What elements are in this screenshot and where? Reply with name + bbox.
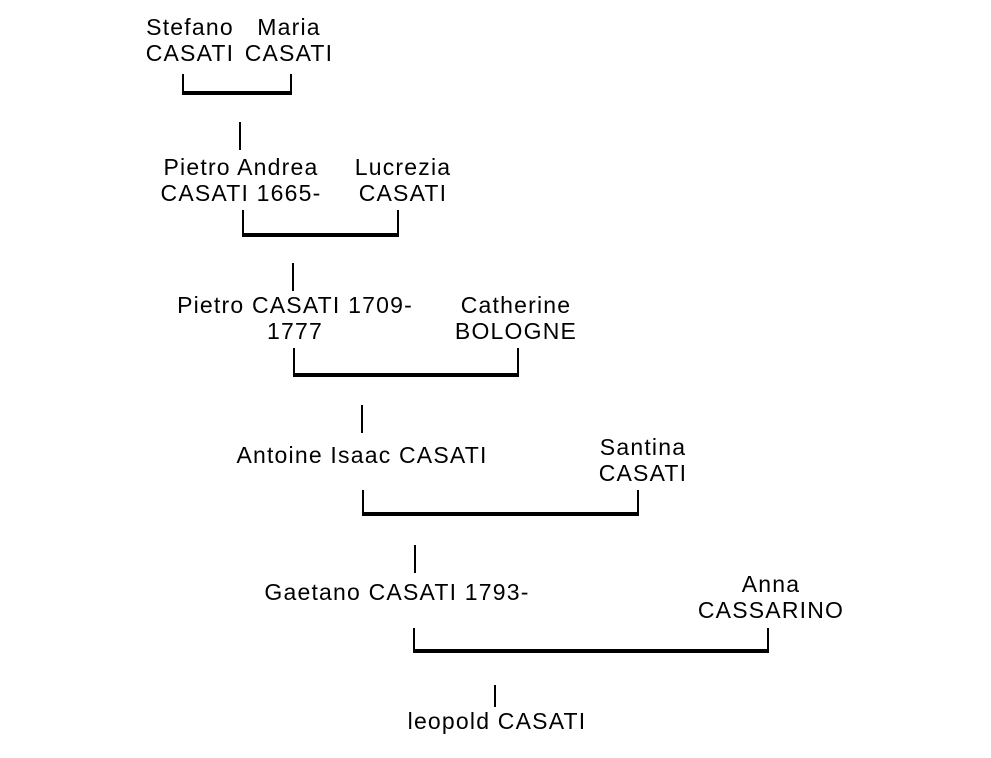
person-maria-casati: Maria CASATI — [245, 14, 334, 66]
name-line: CASATI — [145, 40, 235, 66]
name-line: Pietro Andrea — [163, 154, 319, 180]
marriage-bracket-stefano-maria — [182, 74, 292, 95]
person-anna-cassarino: Anna CASSARINO — [698, 571, 844, 623]
child-connector-pietro-andrea — [239, 122, 241, 150]
marriage-bracket-pietro-andrea-lucrezia — [242, 210, 399, 237]
person-gaetano-casati: Gaetano CASATI 1793- — [264, 579, 529, 605]
name-line: Pietro CASATI 1709- — [177, 292, 413, 318]
name-line: Antoine Isaac CASATI — [236, 442, 488, 468]
person-stefano-casati: Stefano CASATI — [146, 14, 235, 66]
person-pietro-casati: Pietro CASATI 1709- 1777 — [177, 292, 413, 344]
name-line: Santina — [599, 434, 687, 460]
person-santina-casati: Santina CASATI — [599, 434, 688, 486]
marriage-bracket-pietro-catherine — [293, 348, 519, 377]
name-line: Catherine — [460, 292, 572, 318]
child-connector-gaetano — [414, 545, 416, 573]
name-line: CASATI — [244, 40, 334, 66]
child-connector-leopold — [494, 685, 496, 707]
person-pietro-andrea-casati: Pietro Andrea CASATI 1665- — [161, 154, 322, 206]
marriage-bracket-antoine-santina — [362, 490, 639, 516]
name-line: Maria — [257, 14, 321, 40]
name-line: BOLOGNE — [454, 318, 578, 344]
marriage-bracket-gaetano-anna — [413, 628, 769, 653]
person-lucrezia-casati: Lucrezia CASATI — [355, 154, 452, 206]
name-line: 1777 — [267, 318, 323, 344]
name-line: leopold CASATI — [407, 708, 587, 734]
person-catherine-bologne: Catherine BOLOGNE — [455, 292, 577, 344]
name-line: Anna — [741, 571, 801, 597]
name-line: Lucrezia — [354, 154, 452, 180]
person-antoine-isaac-casati: Antoine Isaac CASATI — [236, 442, 487, 468]
child-connector-antoine — [361, 405, 363, 433]
name-line: CASATI 1665- — [160, 180, 322, 206]
name-line: Stefano — [146, 14, 234, 40]
child-connector-pietro — [292, 263, 294, 291]
name-line: Gaetano CASATI 1793- — [264, 579, 530, 605]
name-line: CASSARINO — [697, 597, 845, 623]
person-leopold-casati: leopold CASATI — [408, 708, 587, 734]
name-line: CASATI — [598, 460, 688, 486]
name-line: CASATI — [358, 180, 448, 206]
